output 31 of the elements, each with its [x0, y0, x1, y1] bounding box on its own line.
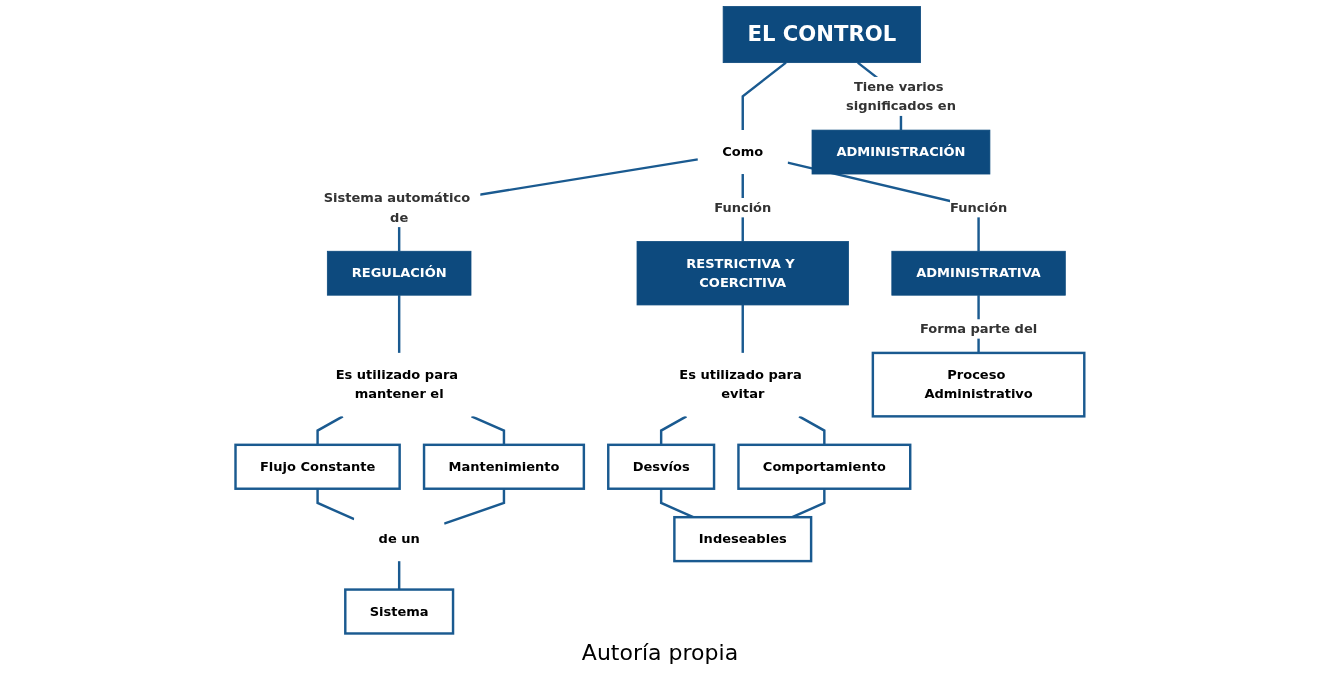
connector	[398, 561, 401, 590]
node-box: Proceso Administrativo	[871, 351, 1086, 418]
node-box: Sistema	[344, 588, 455, 635]
connector	[398, 295, 401, 353]
node-box: Comportamiento	[737, 443, 912, 490]
edge-label: Forma parte del	[920, 320, 1038, 337]
edge-label: Función	[950, 199, 1008, 216]
connector	[471, 415, 506, 445]
connector	[316, 415, 344, 445]
node-box: Desvíos	[607, 443, 716, 490]
node-box: Indeseables	[673, 515, 813, 563]
edge-label: Función	[714, 199, 772, 216]
node-text: Como	[722, 143, 764, 160]
node-box: RESTRICTIVA Y COERCITIVA	[636, 241, 849, 306]
connector	[798, 415, 826, 445]
node-box: Flujo Constante	[234, 443, 401, 490]
connector	[741, 304, 745, 353]
node-text: Es utilizado para mantener el	[335, 366, 459, 402]
caption: Autoría propia	[581, 640, 739, 665]
node-text: de un	[378, 531, 420, 547]
node-box: ADMINISTRATIVA	[891, 250, 1066, 296]
connector	[660, 415, 688, 445]
connector	[443, 488, 506, 525]
edge-label: Sistema automático de	[323, 189, 471, 225]
node-box: ADMINISTRACIÓN	[811, 129, 991, 175]
connector	[741, 61, 787, 131]
node-text: Es utilizado para evitar	[679, 366, 802, 402]
connector	[316, 488, 355, 521]
node-box: EL CONTROL	[722, 6, 922, 64]
node-box: REGULACIÓN	[327, 250, 472, 296]
node-box: Mantenimiento	[422, 443, 586, 490]
